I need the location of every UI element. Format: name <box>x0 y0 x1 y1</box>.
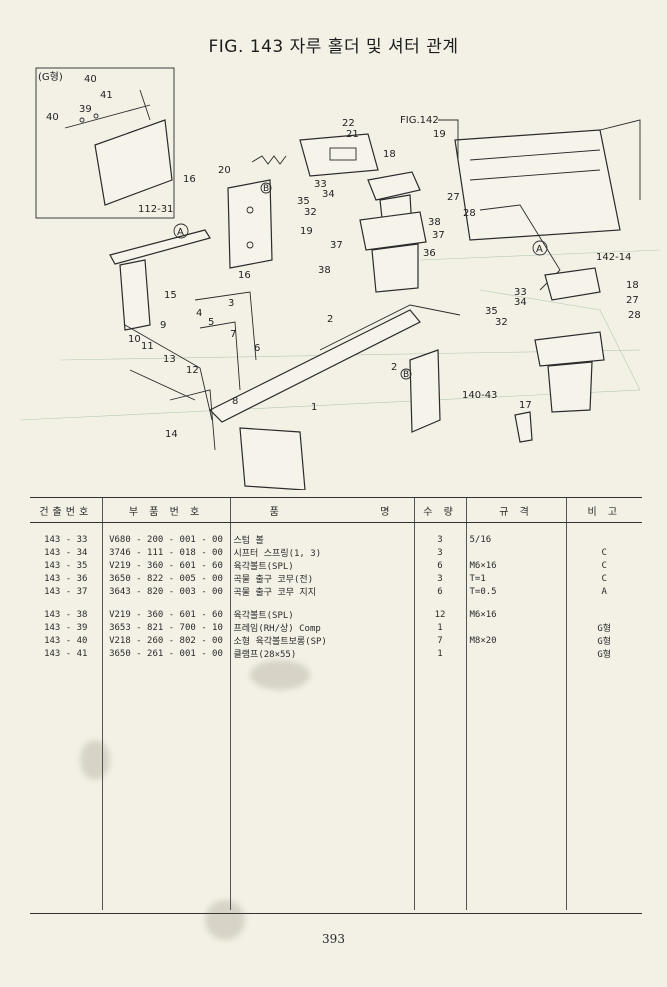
callout-a-right: A <box>536 244 543 255</box>
part-label-28-r: 28 <box>628 310 641 321</box>
part-label-37: 37 <box>432 230 445 241</box>
part-label-7: 7 <box>230 329 236 340</box>
table-bottom-rule <box>30 913 642 914</box>
smudge-mark <box>250 660 310 690</box>
part-label-33: 33 <box>314 179 327 190</box>
main-assembly-lines <box>109 119 641 490</box>
part-label-36: 36 <box>423 248 436 259</box>
part-label-19: 19 <box>433 129 446 140</box>
header-spec: 규 격 <box>465 497 566 523</box>
fig-ref-label: FIG.142 <box>400 115 439 126</box>
table-row: 143 - 39 3653 - 821 - 700 - 10 프레임(RH/상)… <box>30 621 642 634</box>
part-label-34: 34 <box>322 189 335 200</box>
inset-code: 112-31 <box>138 204 173 215</box>
part-label-20: 20 <box>218 165 231 176</box>
part-label-6: 6 <box>254 343 260 354</box>
part-label-22: 22 <box>342 118 355 129</box>
ref-140-43: 140-43 <box>462 390 497 401</box>
ref-142-14: 142-14 <box>596 252 631 263</box>
callout-markers: A A B B <box>173 182 548 380</box>
part-label-15: 15 <box>164 290 177 301</box>
part-label-33-r: 33 <box>514 287 527 298</box>
table-header-row: 건출번호 부 품 번 호 품 명 수 량 규 격 비 고 <box>30 497 642 523</box>
table-row: 143 - 33 V680 - 200 - 001 - 00 스텀 볼 3 5/… <box>30 533 642 546</box>
part-label-41: 41 <box>100 90 113 101</box>
table-row: 143 - 38 V219 - 360 - 601 - 60 육각볼트(SPL)… <box>30 608 642 621</box>
header-name-2: 명 <box>322 497 414 523</box>
part-label-13: 13 <box>163 354 176 365</box>
table-row: 143 - 37 3643 - 820 - 003 - 00 곡물 출구 코무 … <box>30 585 642 598</box>
part-label-37-b: 37 <box>330 240 343 251</box>
part-label-38: 38 <box>428 217 441 228</box>
table-row: 143 - 34 3746 - 111 - 018 - 00 시프터 스프링(1… <box>30 546 642 559</box>
part-label-11: 11 <box>141 341 154 352</box>
part-label-35: 35 <box>297 196 310 207</box>
header-ref-no: 건출번호 <box>30 497 102 523</box>
smudge-mark <box>80 740 110 780</box>
parts-table: 건출번호 부 품 번 호 품 명 수 량 규 격 비 고 143 - 33 V6… <box>30 497 642 910</box>
table-row: 143 - 41 3650 - 261 - 001 - 00 클램프(28×55… <box>30 647 642 660</box>
callout-b-lower: B <box>403 370 409 380</box>
part-label-39: 39 <box>79 104 92 115</box>
part-label-17: 17 <box>519 400 532 411</box>
part-label-12: 12 <box>186 365 199 376</box>
part-label-18: 18 <box>383 149 396 160</box>
part-label-10: 10 <box>128 334 141 345</box>
part-label-40-b: 40 <box>46 112 59 123</box>
part-label-35-r: 35 <box>485 306 498 317</box>
header-part-no: 부 품 번 호 <box>101 497 230 523</box>
part-label-19-b: 19 <box>300 226 313 237</box>
part-label-4: 4 <box>196 308 202 319</box>
part-label-32-r: 32 <box>495 317 508 328</box>
part-label-16: 16 <box>183 174 196 185</box>
part-label-32: 32 <box>304 207 317 218</box>
part-label-34-r: 34 <box>514 297 527 308</box>
callout-b-upper: B <box>263 184 269 194</box>
table-row: 143 - 40 V218 - 260 - 802 - 00 소형 육각볼트보롱… <box>30 634 642 647</box>
part-label-27-r: 27 <box>626 295 639 306</box>
part-label-9: 9 <box>160 320 166 331</box>
smudge-mark <box>205 900 245 940</box>
inset-label: (G형) <box>38 71 63 83</box>
part-label-2-b: 2 <box>391 362 397 373</box>
table-row: 143 - 35 V219 - 360 - 601 - 60 육각볼트(SPL)… <box>30 559 642 572</box>
part-label-1: 1 <box>311 402 317 413</box>
callout-a-left: A <box>177 227 184 238</box>
part-number-labels: 40 41 39 40 22 21 19 18 20 16 33 34 35 3… <box>46 74 641 440</box>
part-label-2: 2 <box>327 314 333 325</box>
part-label-28: 28 <box>463 208 476 219</box>
figure-title: FIG. 143 자루 홀더 및 셔터 관계 <box>208 37 459 57</box>
table-row: 143 - 36 3650 - 822 - 005 - 00 곡물 출구 코무(… <box>30 572 642 585</box>
part-label-8: 8 <box>232 396 238 407</box>
part-label-16-b: 16 <box>238 270 251 281</box>
part-label-18-r: 18 <box>626 280 639 291</box>
exploded-parts-diagram: A A B B (G형) 112-31 FIG.142 142-14 140-4… <box>19 67 661 490</box>
part-label-27: 27 <box>447 192 460 203</box>
part-label-3: 3 <box>228 298 234 309</box>
part-label-5: 5 <box>208 317 214 328</box>
header-qty: 수 량 <box>413 497 466 523</box>
part-label-14: 14 <box>165 429 178 440</box>
header-name-1: 품 <box>229 497 322 523</box>
part-label-21: 21 <box>346 129 359 140</box>
part-label-40: 40 <box>84 74 97 85</box>
header-note: 비 고 <box>565 497 642 523</box>
inset-g-type <box>35 67 175 219</box>
page-number: 393 <box>322 932 345 946</box>
part-label-38-b: 38 <box>318 265 331 276</box>
